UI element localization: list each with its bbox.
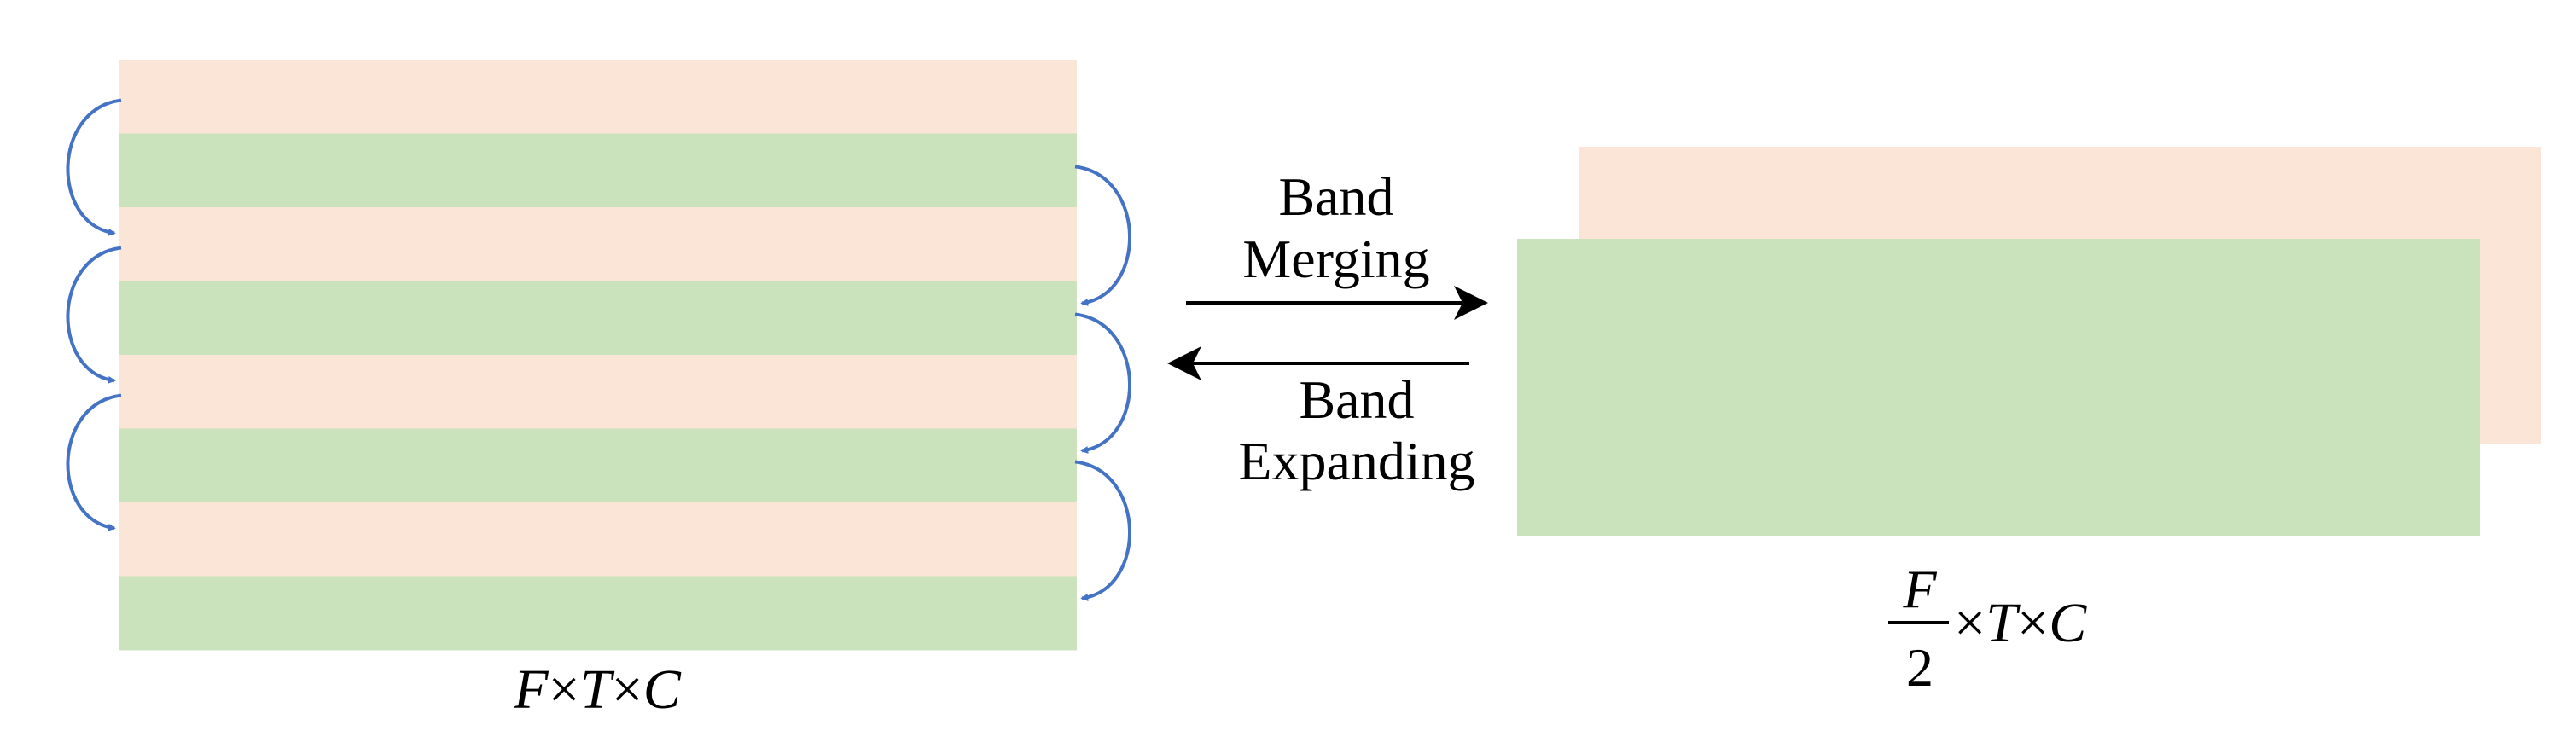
expand-label-line1: Band (1299, 369, 1414, 430)
left-arc-arrow (66, 246, 122, 384)
band-stripe-green (119, 281, 1077, 356)
right-dims-rest: ×T×C (1954, 592, 2087, 654)
expand-label-line2: Expanding (1238, 431, 1474, 491)
band-stripe-green (119, 576, 1077, 651)
fraction-denominator: 2 (1906, 637, 1933, 698)
right-arc-arrow (1074, 460, 1131, 601)
left-arc-arrows (66, 98, 122, 531)
band-stripe-peach (119, 355, 1077, 429)
band-stripe-peach (119, 60, 1077, 134)
left-dimension-label: F×T×C (513, 658, 682, 721)
fraction-numerator: F (1902, 559, 1937, 619)
left-arc-arrow (66, 98, 122, 236)
band-stripe-peach (119, 207, 1077, 281)
right-arc-arrow (1074, 165, 1131, 306)
left-arc-arrow (66, 393, 122, 531)
band-stripe-peach (119, 502, 1077, 577)
merge-label-line1: Band (1278, 166, 1393, 227)
merge-label-line2: Merging (1242, 229, 1429, 289)
left-band-stack (119, 60, 1077, 651)
right-arc-arrows (1074, 165, 1131, 601)
band-stripe-green (119, 133, 1077, 208)
right-dimension-label: F 2 ×T×C (1888, 559, 2087, 698)
merged-green-block (1517, 239, 2480, 536)
band-stripe-green (119, 428, 1077, 503)
right-arc-arrow (1074, 312, 1131, 454)
